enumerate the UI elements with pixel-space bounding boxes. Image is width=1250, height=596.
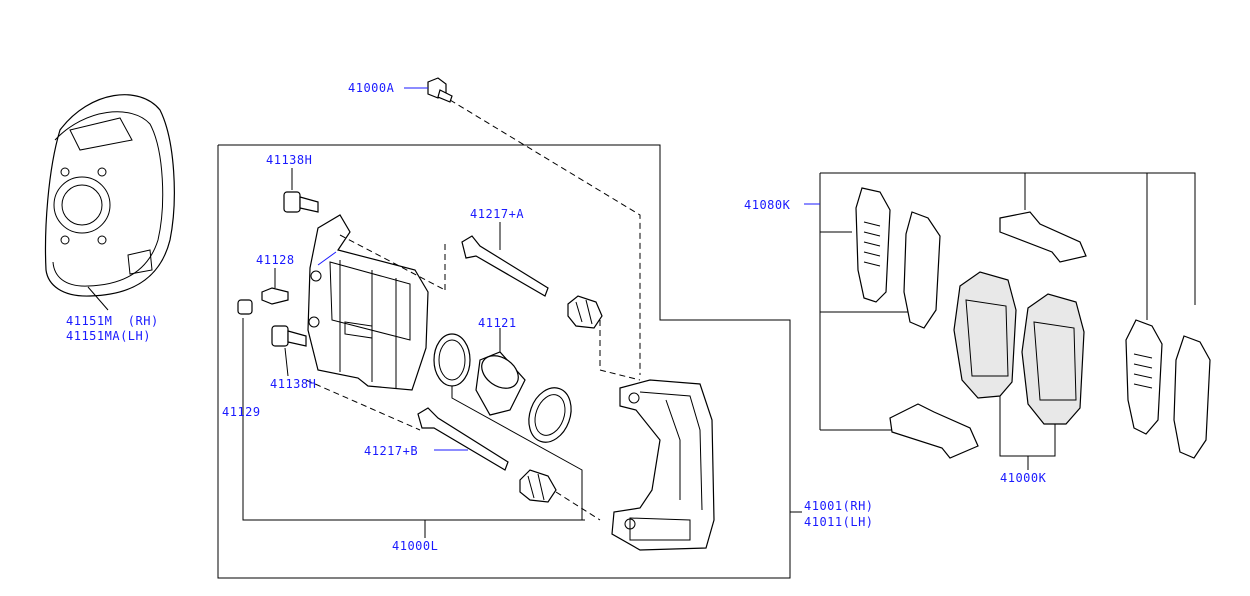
brake-pad-outer-part[interactable]	[953, 271, 1017, 399]
bracket-41000L	[242, 318, 585, 521]
bolt-41138H-bottom-part[interactable]	[271, 325, 307, 347]
guide-line-boot-B	[555, 491, 601, 521]
leader-41151M	[87, 286, 109, 311]
label-41011[interactable]: 41011(LH)	[804, 515, 874, 529]
guide-pin-41217A-part[interactable]	[461, 235, 549, 297]
label-41001[interactable]: 41001(RH)	[804, 499, 874, 513]
caliper-kit-frame	[217, 144, 791, 579]
label-41128[interactable]: 41128	[256, 253, 295, 267]
label-41000K[interactable]: 41000K	[1000, 471, 1047, 485]
label-41080K[interactable]: 41080K	[744, 198, 791, 212]
bolt-41000A-part[interactable]	[427, 77, 453, 103]
shim-right-outer-part[interactable]	[1125, 319, 1163, 435]
label-41138H-bottom[interactable]: 41138H	[270, 377, 317, 391]
caliper-body-part[interactable]	[307, 214, 429, 391]
label-41000L[interactable]: 41000L	[392, 539, 439, 553]
bolt-41138H-top-part[interactable]	[283, 191, 319, 213]
pin-boot-B-part[interactable]	[519, 469, 557, 503]
pad-clip-top-part[interactable]	[999, 211, 1087, 263]
piston-seal-part[interactable]	[433, 333, 471, 387]
label-41151MA[interactable]: 41151MA(LH)	[66, 329, 151, 343]
label-41138H-top[interactable]: 41138H	[266, 153, 313, 167]
guide-line-pin-B	[305, 379, 421, 431]
shim-left-inner-part[interactable]	[903, 211, 941, 329]
bleeder-41128-part[interactable]	[237, 287, 289, 315]
shim-left-outer-part[interactable]	[855, 187, 891, 303]
pad-clip-bottom-part[interactable]	[889, 403, 979, 459]
label-41151M[interactable]: 41151M (RH)	[66, 314, 159, 328]
leader-41138H-bottom	[284, 347, 289, 377]
bracket-seal	[451, 386, 583, 520]
label-41217B[interactable]: 41217+B	[364, 444, 419, 458]
label-41129[interactable]: 41129	[222, 405, 261, 419]
guide-line-41000A	[449, 99, 641, 375]
pin-boot-A-part[interactable]	[567, 295, 603, 329]
label-41121[interactable]: 41121	[478, 316, 517, 330]
label-41217A[interactable]: 41217+A	[470, 207, 525, 221]
shim-right-inner-part[interactable]	[1173, 335, 1211, 459]
piston-boot-part[interactable]	[522, 382, 579, 448]
pad-kit-frame-top	[820, 172, 1196, 305]
brake-pad-inner-part[interactable]	[1021, 293, 1085, 425]
dust-shield-part[interactable]	[44, 94, 175, 297]
label-41000A[interactable]: 41000A	[348, 81, 395, 95]
caliper-support-41001-part[interactable]	[611, 379, 715, 551]
guide-pin-41217B-part[interactable]	[417, 407, 509, 471]
guide-line-boot-A	[599, 320, 641, 381]
piston-41121-part[interactable]	[475, 349, 526, 416]
